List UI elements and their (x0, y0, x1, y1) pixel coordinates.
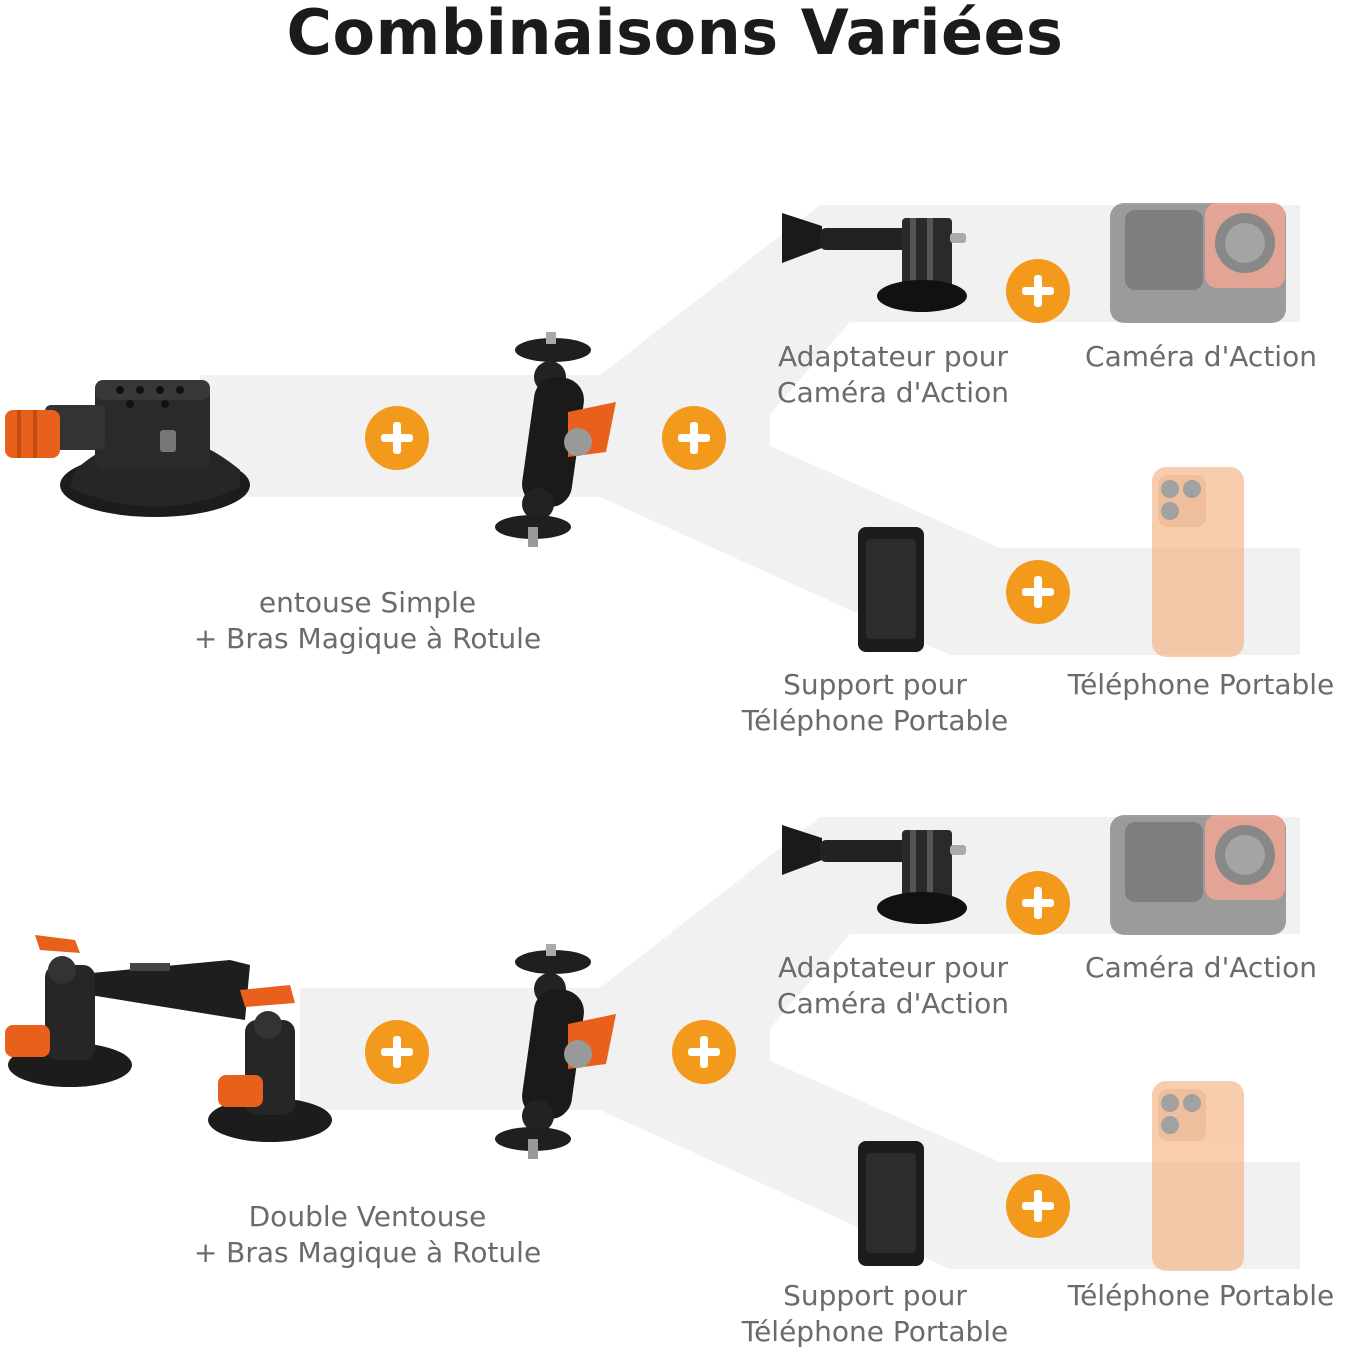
ball-head-arm-icon (495, 332, 616, 547)
action-camera-icon (1110, 815, 1286, 935)
plus-icon (672, 1020, 736, 1084)
camera-caption: Caméra d'Action (1085, 951, 1317, 984)
adapter-caption: Adaptateur pour Caméra d'Action (777, 340, 1009, 409)
plus-icon (1006, 560, 1070, 624)
holder-caption: Support pour Téléphone Portable (741, 1279, 1009, 1348)
plus-icon (1006, 871, 1070, 935)
combination-section-2: Double Ventouse + Bras Magique à Rotule … (0, 612, 1350, 1351)
base-caption: entouse Simple + Bras Magique à Rotule (193, 586, 542, 655)
action-camera-adapter-icon (782, 213, 967, 312)
suction-cup-icon (5, 380, 250, 517)
smartphone-icon (1152, 1081, 1244, 1271)
phone-caption: Téléphone Portable (1067, 1279, 1335, 1312)
page-title: Combinaisons Variées (286, 0, 1064, 69)
plus-icon (1006, 1174, 1070, 1238)
double-suction-cup-icon (5, 935, 332, 1142)
combination-section-1: entouse Simple + Bras Magique à Rotule A… (5, 203, 1335, 737)
smartphone-icon (1152, 467, 1244, 657)
plus-icon (365, 406, 429, 470)
phone-holder-icon (858, 527, 924, 652)
phone-holder-icon (858, 1141, 924, 1266)
plus-icon (662, 406, 726, 470)
camera-caption: Caméra d'Action (1085, 340, 1317, 373)
plus-icon (1006, 259, 1070, 323)
holder-caption: Support pour Téléphone Portable (741, 668, 1009, 737)
adapter-caption: Adaptateur pour Caméra d'Action (777, 951, 1009, 1020)
base-caption: Double Ventouse + Bras Magique à Rotule (193, 1200, 542, 1269)
action-camera-icon (1110, 203, 1286, 323)
phone-caption: Téléphone Portable (1067, 668, 1335, 701)
plus-icon (365, 1020, 429, 1084)
action-camera-adapter-icon (782, 825, 967, 924)
ball-head-arm-icon (495, 944, 616, 1159)
